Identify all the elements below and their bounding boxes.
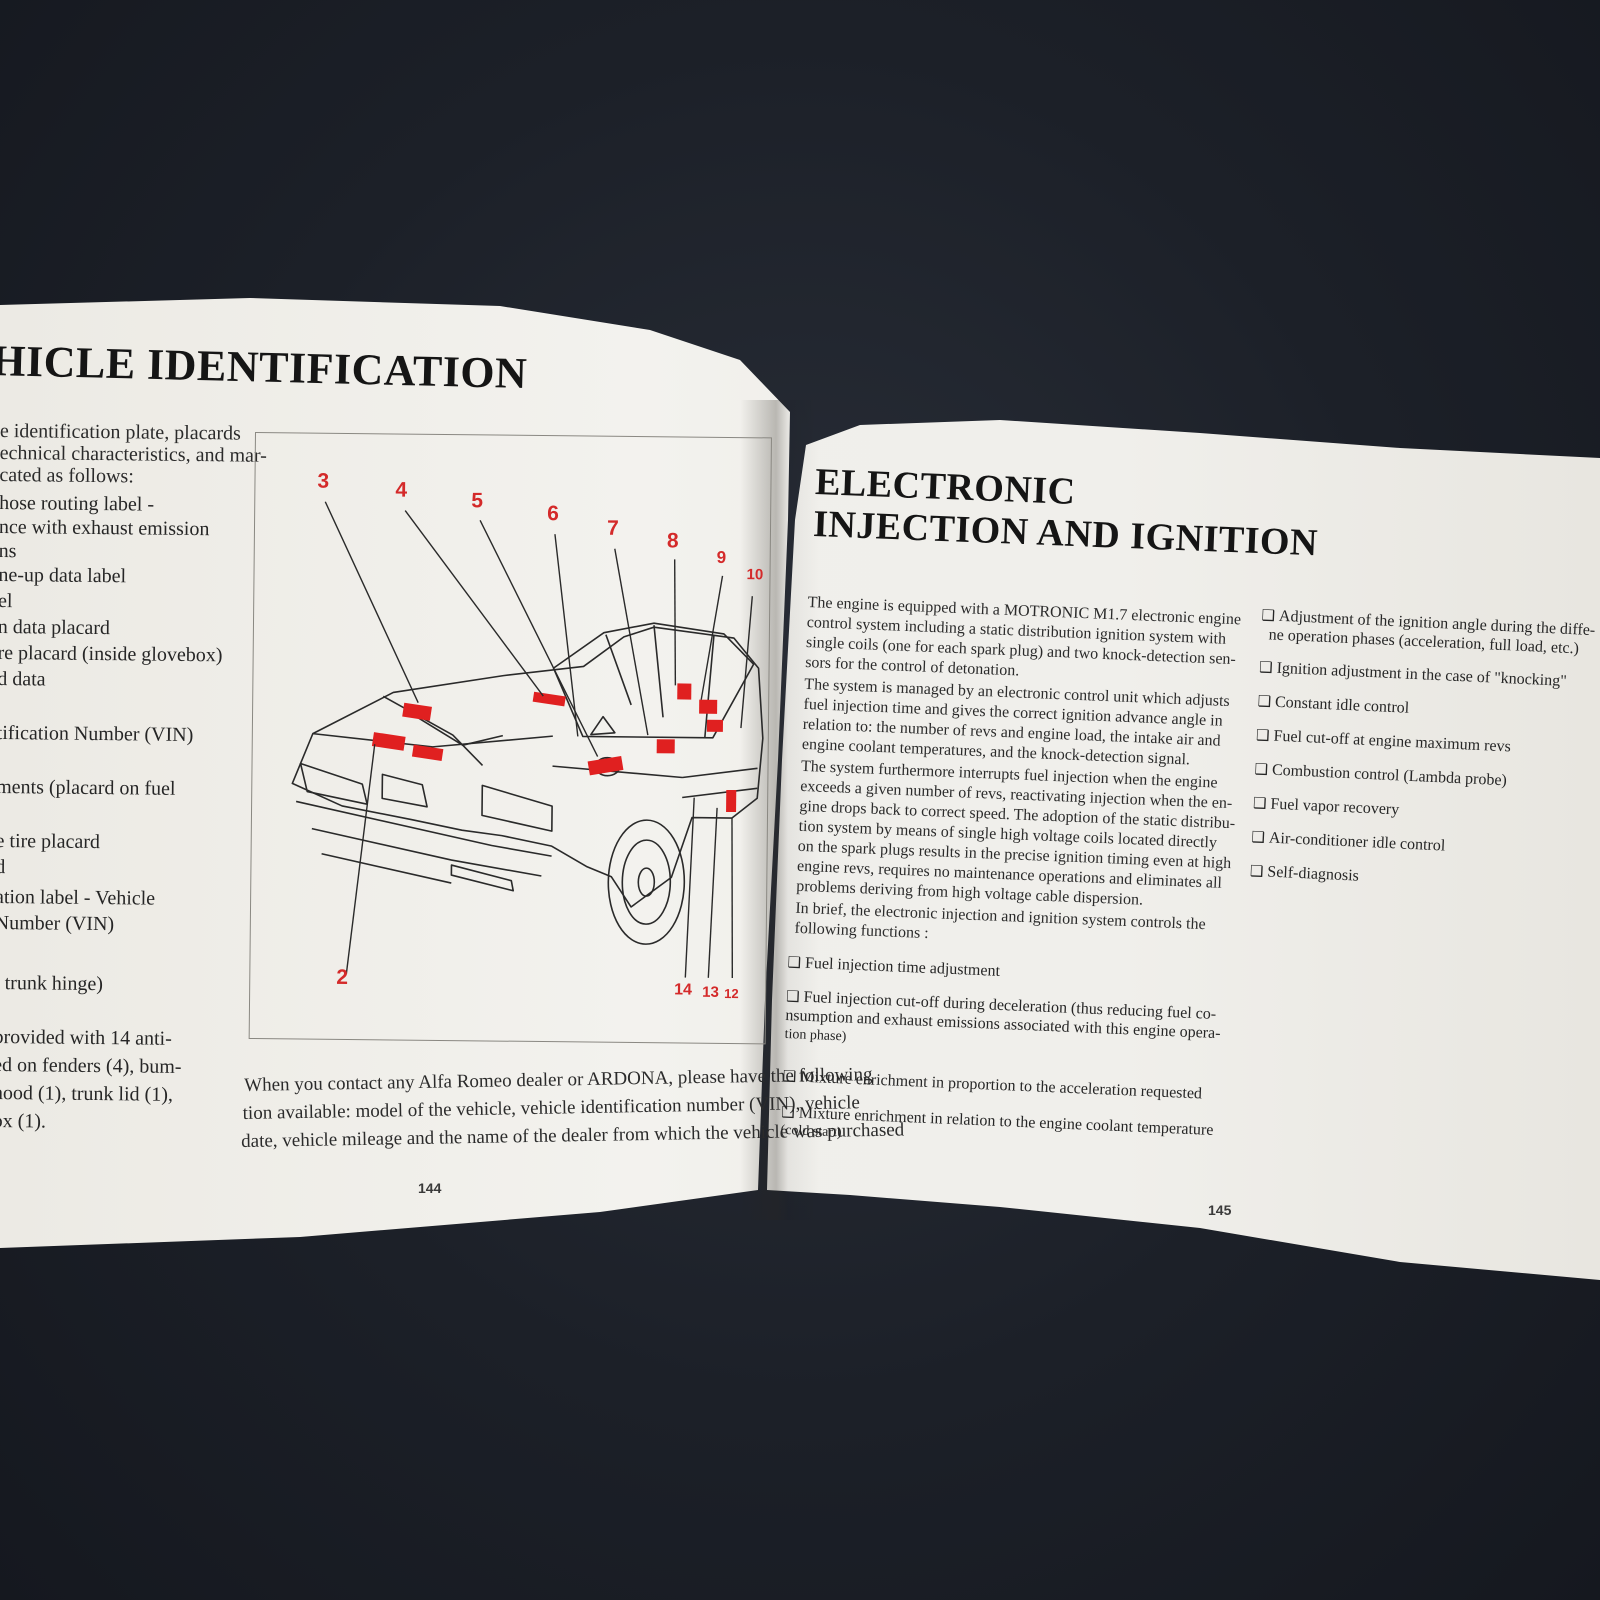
list-line: ments (placard on fuel: [0, 775, 176, 800]
left-page-number: 144: [418, 1180, 442, 1196]
function-text-cont: tion phase): [784, 1026, 847, 1045]
bottom-line: hood (1), trunk lid (1),: [0, 1081, 174, 1106]
intro-line: cated as follows:: [0, 463, 134, 488]
checkbox-square-icon: ❑: [1258, 657, 1274, 677]
checkbox-square-icon: ❑: [1252, 793, 1267, 813]
function-text-cont: (cold start): [780, 1122, 842, 1141]
list-line: ation label - Vehicle: [0, 885, 156, 910]
list-line: t trunk hinge): [0, 971, 104, 996]
list-line: ne-up data label: [0, 563, 127, 588]
callout-13: 13: [702, 983, 719, 1001]
vehicle-diagram: 3 4 5 6 7 8 9 10 2 14 13 12: [248, 432, 772, 1045]
checkbox-square-icon: ❑: [1249, 861, 1264, 881]
list-line: ns: [0, 539, 17, 563]
list-line: e tire placard: [0, 829, 101, 854]
checkbox-square-icon: ❑: [1257, 691, 1272, 711]
callout-3: 3: [317, 469, 330, 493]
checkbox-square-icon: ❑: [1251, 827, 1266, 847]
list-line: nce with exhaust emission: [0, 515, 210, 541]
list-line: tification Number (VIN): [0, 721, 194, 747]
list-line: d data: [0, 667, 46, 691]
checkbox-square-icon: ❑: [782, 1066, 797, 1086]
callout-14: 14: [674, 981, 693, 999]
bottom-line: provided with 14 anti-: [0, 1025, 172, 1050]
callout-8: 8: [666, 529, 679, 553]
placard-markers: [371, 683, 737, 813]
checkbox-square-icon: ❑: [1261, 606, 1276, 625]
list-line: n data placard: [0, 615, 111, 640]
callout-6: 6: [547, 502, 559, 526]
list-line: d: [0, 855, 6, 879]
list-line: el: [0, 589, 13, 613]
callout-5: 5: [471, 489, 484, 513]
car-line-drawing: [291, 501, 764, 979]
checkbox-square-icon: ❑: [1254, 759, 1269, 779]
checkbox-square-icon: ❑: [787, 953, 802, 972]
right-page-number: 145: [1208, 1202, 1232, 1218]
callout-12: 12: [724, 985, 739, 1002]
callout-9: 9: [716, 547, 727, 567]
callout-7: 7: [606, 516, 619, 540]
list-line: re placard (inside glovebox): [0, 641, 223, 667]
list-line: hose routing label -: [0, 491, 155, 516]
function-text: Self-diagnosis: [1267, 863, 1360, 885]
bottom-line: ox (1).: [0, 1109, 47, 1133]
callout-2: 2: [336, 965, 349, 990]
callout-10: 10: [746, 566, 764, 584]
bottom-line: ed on fenders (4), bum-: [0, 1053, 182, 1078]
checkbox-square-icon: ❑: [1255, 725, 1270, 745]
checkbox-square-icon: ❑: [780, 1102, 796, 1122]
list-line: Number (VIN): [0, 911, 115, 936]
callout-4: 4: [395, 478, 408, 502]
checkbox-square-icon: ❑: [785, 986, 801, 1006]
